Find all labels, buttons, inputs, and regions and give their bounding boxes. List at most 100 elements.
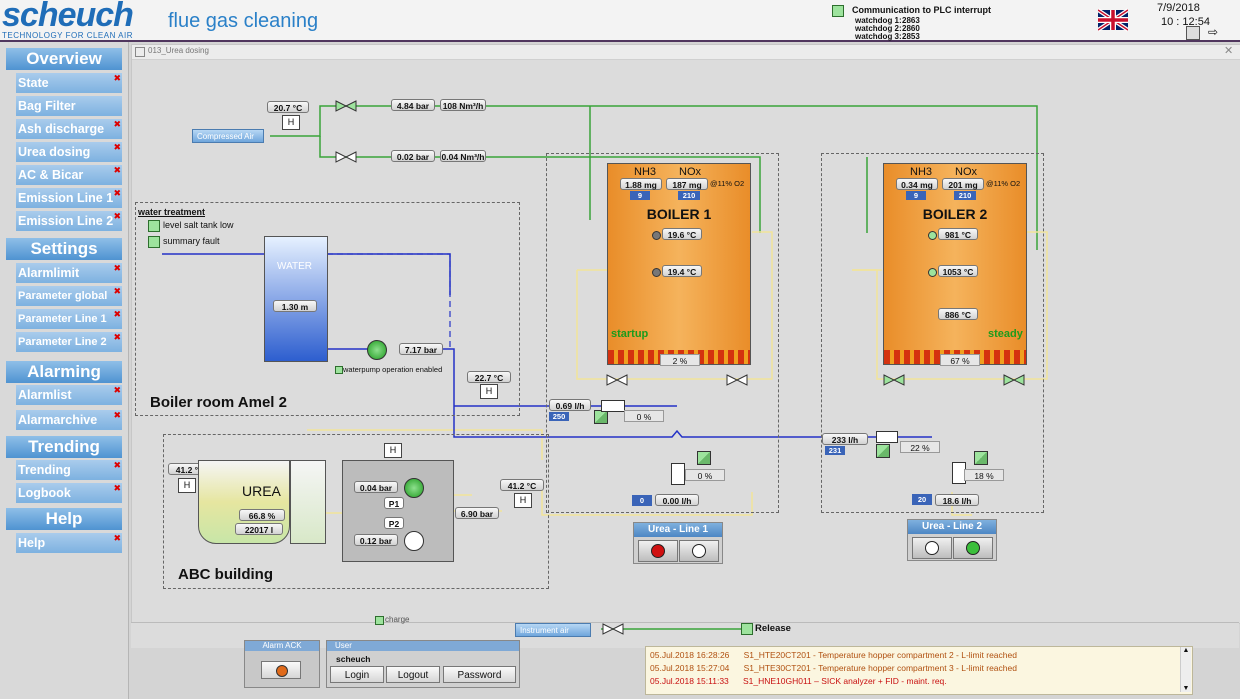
boiler-1-nox-value: 187 mg (666, 178, 708, 190)
urea-tank-label: UREA (242, 483, 281, 499)
pump-p1[interactable] (404, 478, 424, 498)
watchdog-1-label: watchdog 1: (855, 16, 902, 25)
window-titlebar: 013_Urea dosing ✕ (132, 45, 1240, 60)
line-1-control-valve-icon[interactable] (594, 410, 608, 424)
boiler-2-nh3-label: NH3 (910, 166, 933, 178)
boiler-1: NH3 NOx 1.88 mg 187 mg @11% O2 9 210 BOI… (607, 163, 751, 366)
line-1-stop-button[interactable] (638, 540, 678, 562)
boiler-2-o2-ref: @11% O2 (986, 179, 1021, 188)
log-message: S1_HTE30CT201 - Temperature hopper compa… (743, 663, 1017, 673)
nav-item-ash-discharge[interactable]: Ash discharge✖ (16, 119, 122, 139)
boiler-1-nh3-limit: 9 (630, 191, 650, 200)
boiler-room-label: Boiler room Amel 2 (150, 394, 287, 411)
urea-dosing-window: 013_Urea dosing ✕ (131, 44, 1240, 624)
alarm-cross-icon: ✖ (113, 460, 121, 470)
boiler-1-nh3-label: NH3 (634, 166, 657, 178)
alarm-bell-icon (276, 665, 288, 677)
urea-out-temperature: 41.2 °C (500, 479, 544, 491)
boiler-2-title: BOILER 2 (922, 206, 988, 222)
line-1-dosing-valve-icon[interactable] (697, 451, 711, 465)
boiler-2-sensor-icon (928, 268, 937, 277)
p1-pressure: 0.04 bar (354, 481, 398, 493)
nav-heading-alarming[interactable]: Alarming (6, 361, 122, 383)
boiler-2-state: steady (988, 328, 1023, 340)
window-icon (135, 47, 145, 57)
nav-item-parameter-line-1[interactable]: Parameter Line 1✖ (16, 309, 122, 329)
close-icon[interactable]: ✕ (1224, 45, 1234, 57)
air-lower-pressure: 0.02 bar (391, 150, 435, 162)
logout-button[interactable]: Logout (386, 666, 440, 683)
alarm-ack-button[interactable] (261, 661, 301, 679)
release-led (741, 623, 753, 635)
water-tank-label: WATER (277, 261, 312, 272)
alarm-cross-icon: ✖ (113, 483, 121, 493)
user-panel-title: User (327, 641, 519, 651)
line-2-start-button[interactable] (953, 537, 993, 559)
watchdog-2-value: 2860 (902, 24, 920, 33)
nav-item-ac-bicar[interactable]: AC & Bicar✖ (16, 165, 122, 185)
nav-item-bag-filter[interactable]: Bag Filter (16, 96, 122, 116)
water-pump[interactable] (367, 340, 387, 360)
login-button[interactable]: Login (330, 666, 384, 683)
skid-h-indicator: H (384, 443, 402, 458)
nav-item-state[interactable]: State✖ (16, 73, 122, 93)
chevron-down-icon[interactable]: ▼ (1182, 685, 1190, 692)
line-1-start-button[interactable] (679, 540, 719, 562)
nav-label: Alarmarchive (18, 413, 98, 427)
nav-item-emission-line-1[interactable]: Emission Line 1✖ (16, 188, 122, 208)
boiler-2-nox-label: NOx (955, 166, 977, 178)
app-title: flue gas cleaning (168, 10, 319, 32)
nav-item-alarmlist[interactable]: Alarmlist✖ (16, 385, 122, 405)
line-2-flow-setpoint: 231 (825, 446, 845, 455)
print-icon[interactable] (1186, 26, 1200, 40)
instrument-air-label: Instrument air (515, 623, 591, 637)
nav-item-alarmlimit[interactable]: Alarmlimit✖ (16, 263, 122, 283)
line-2-control-valve-icon[interactable] (876, 444, 890, 458)
pump-skid (342, 460, 454, 562)
alarm-ack-panel: Alarm ACK (244, 640, 320, 688)
boiler-2: NH3 NOx 0.34 mg 201 mg @11% O2 9 210 BOI… (883, 163, 1027, 366)
pump-p2[interactable] (404, 531, 424, 551)
boiler-2-sensor-icon (928, 231, 937, 240)
nav-item-parameter-global[interactable]: Parameter global✖ (16, 286, 122, 306)
password-button[interactable]: Password (443, 666, 516, 683)
boiler-1-temp-upper: 19.6 °C (662, 228, 702, 240)
boiler-2-nox-limit: 210 (954, 191, 976, 200)
urea-line-2-title: Urea - Line 2 (908, 520, 996, 534)
nav-item-logbook[interactable]: Logbook✖ (16, 483, 122, 503)
waterpump-status-label: waterpump operation enabled (343, 365, 443, 374)
line-2-stop-button[interactable] (912, 537, 952, 559)
boiler-1-o2-ref: @11% O2 (710, 179, 745, 188)
uk-flag-icon[interactable] (1098, 8, 1128, 32)
nav-item-parameter-line-2[interactable]: Parameter Line 2✖ (16, 332, 122, 352)
sidebar: Overview State✖ Bag Filter Ash discharge… (0, 42, 129, 699)
nav-item-trending[interactable]: Trending✖ (16, 460, 122, 480)
air-temperature: 20.7 °C (267, 101, 309, 113)
alarm-cross-icon: ✖ (113, 211, 121, 221)
nav-heading-help[interactable]: Help (6, 508, 122, 530)
nav-heading-trending[interactable]: Trending (6, 436, 122, 458)
urea-line-2-panel: Urea - Line 2 (907, 519, 997, 561)
salt-tank-alarm-led (148, 220, 160, 232)
log-scrollbar[interactable]: ▲ ▼ (1180, 647, 1191, 692)
nav-item-help[interactable]: Help✖ (16, 533, 122, 553)
nav-item-urea-dosing[interactable]: Urea dosing✖ (16, 142, 122, 162)
urea-line-1-panel: Urea - Line 1 (633, 522, 723, 564)
alarm-cross-icon: ✖ (113, 142, 121, 152)
line-1-valve-percent: 0 % (624, 410, 664, 422)
watchdog-3-value: 2853 (902, 32, 920, 41)
nav-heading-overview[interactable]: Overview (6, 48, 122, 70)
log-row: 05.Jul.2018 16:28:26 S1_HTE20CT201 - Tem… (650, 650, 1017, 660)
chevron-up-icon[interactable]: ▲ (1182, 647, 1190, 654)
line-2-dosing-valve-icon[interactable] (974, 451, 988, 465)
nav-item-emission-line-2[interactable]: Emission Line 2✖ (16, 211, 122, 231)
nav-heading-settings[interactable]: Settings (6, 238, 122, 260)
mid-h-indicator: H (480, 384, 498, 399)
log-date: 05.Jul.2018 15:11:33 (650, 676, 729, 686)
log-date: 05.Jul.2018 16:28:26 (650, 650, 730, 660)
nav-item-alarmarchive[interactable]: Alarmarchive✖ (16, 410, 122, 430)
boiler-1-sensor-icon (652, 268, 661, 277)
logout-icon[interactable]: ⇨ (1208, 25, 1219, 39)
urea-line-1-title: Urea - Line 1 (634, 523, 722, 537)
nav-label: Parameter global (18, 290, 108, 302)
